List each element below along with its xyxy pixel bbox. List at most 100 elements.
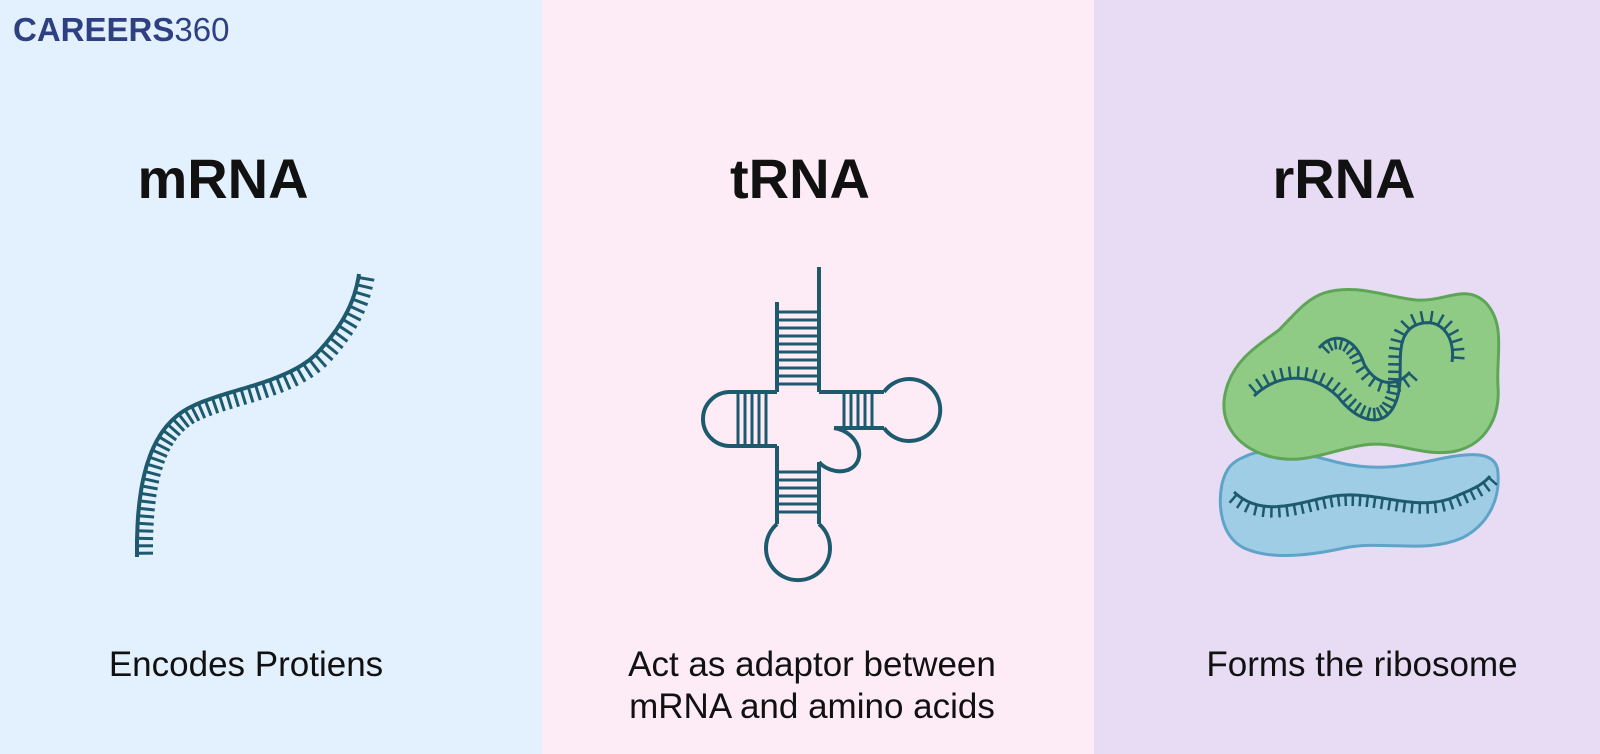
base-tick	[232, 390, 240, 408]
base-tick	[1395, 380, 1402, 393]
rrna-caption: Forms the ribosome	[1206, 645, 1518, 684]
base-tick	[352, 297, 369, 307]
base-tick	[1393, 328, 1406, 337]
base-tick	[1292, 504, 1298, 516]
base-tick	[246, 386, 255, 403]
mrna-illustration	[135, 273, 375, 557]
base-tick	[177, 413, 190, 428]
base-tick	[1333, 338, 1338, 350]
base-tick	[225, 393, 233, 410]
base-tick	[308, 358, 321, 374]
base-tick	[356, 283, 373, 290]
base-tick	[1452, 356, 1465, 360]
acceptor-stem	[775, 267, 821, 392]
base-tick	[203, 400, 213, 417]
base-tick	[1390, 337, 1403, 344]
base-tick	[1436, 313, 1445, 326]
base-tick	[1379, 497, 1384, 510]
base-tick	[1235, 498, 1244, 509]
base-tick	[1347, 398, 1358, 409]
base-tick	[148, 455, 166, 464]
base-tick	[1304, 367, 1309, 380]
anticodon-arm	[764, 446, 832, 583]
base-tick	[1441, 500, 1446, 512]
base-tick	[211, 397, 220, 414]
trna-caption-line-1: Act as adaptor between	[628, 645, 996, 684]
base-tick	[162, 429, 178, 442]
base-tick	[338, 324, 354, 336]
base-tick	[172, 418, 186, 432]
base-tick	[261, 382, 270, 399]
base-tick	[1325, 376, 1334, 389]
base-tick	[141, 484, 158, 491]
base-tick	[302, 363, 314, 379]
base-tick	[137, 529, 154, 533]
base-tick	[1320, 344, 1331, 354]
base-tick	[1450, 337, 1463, 344]
base-tick	[1299, 502, 1305, 515]
base-tick	[154, 441, 171, 452]
base-tick	[139, 499, 156, 505]
base-tick	[349, 304, 366, 315]
base-tick	[144, 469, 161, 478]
base-tick	[218, 395, 226, 412]
base-tick	[1360, 371, 1371, 381]
base-tick	[342, 318, 358, 329]
strand-backbone	[1252, 321, 1455, 422]
trna-caption-line-2: mRNA and amino acids	[629, 687, 995, 726]
base-tick	[1409, 313, 1418, 326]
base-tick	[282, 374, 292, 390]
mrna-caption: Encodes Protiens	[108, 645, 384, 684]
base-tick	[143, 477, 160, 484]
base-tick	[1448, 498, 1455, 510]
base-tick	[1329, 496, 1334, 508]
base-tick	[1243, 501, 1251, 513]
base-tick	[1455, 495, 1463, 507]
base-tick	[1394, 500, 1399, 512]
base-tick	[151, 448, 168, 458]
base-tick	[1442, 320, 1453, 331]
base-tick	[1311, 369, 1318, 382]
base-tick	[1296, 366, 1300, 379]
mrna-title: mRNA	[137, 147, 309, 210]
base-tick	[333, 330, 349, 343]
logo-text-careers: CAREERS	[13, 11, 175, 48]
base-tick	[1419, 310, 1425, 324]
base-tick	[1254, 378, 1264, 390]
base-tick	[1377, 380, 1383, 392]
base-tick	[1359, 404, 1367, 417]
base-tick	[1400, 319, 1411, 331]
base-tick	[1287, 366, 1292, 379]
base-tick	[1318, 372, 1326, 385]
base-tick	[345, 311, 362, 322]
trna-title: tRNA	[730, 147, 870, 210]
base-tick	[1285, 505, 1290, 517]
base-tick	[1326, 340, 1334, 352]
base-tick	[1372, 496, 1377, 509]
base-tick	[1352, 402, 1363, 414]
careers360-logo: CAREERS360	[13, 10, 229, 50]
base-tick	[1344, 494, 1348, 507]
base-tick	[239, 388, 248, 406]
base-tick	[1321, 497, 1327, 509]
t-arm	[819, 377, 943, 443]
trna-panel: tRNA	[542, 0, 1094, 754]
base-tick	[1248, 383, 1258, 395]
base-tick	[1410, 502, 1414, 514]
base-tick	[354, 290, 371, 299]
rrna-title: rRNA	[1272, 147, 1416, 210]
base-tick	[140, 491, 157, 498]
base-tick	[190, 405, 201, 422]
base-tick	[1375, 406, 1384, 419]
trna-illustration	[701, 267, 943, 583]
base-tick	[158, 435, 174, 447]
base-tick	[167, 423, 181, 437]
base-tick	[1261, 505, 1266, 518]
base-tick	[1381, 401, 1394, 410]
base-tick	[1365, 495, 1370, 508]
base-tick	[324, 342, 339, 356]
base-tick	[1262, 373, 1271, 386]
base-tick	[1355, 365, 1367, 374]
base-tick	[1367, 376, 1377, 388]
base-tick	[138, 514, 155, 519]
